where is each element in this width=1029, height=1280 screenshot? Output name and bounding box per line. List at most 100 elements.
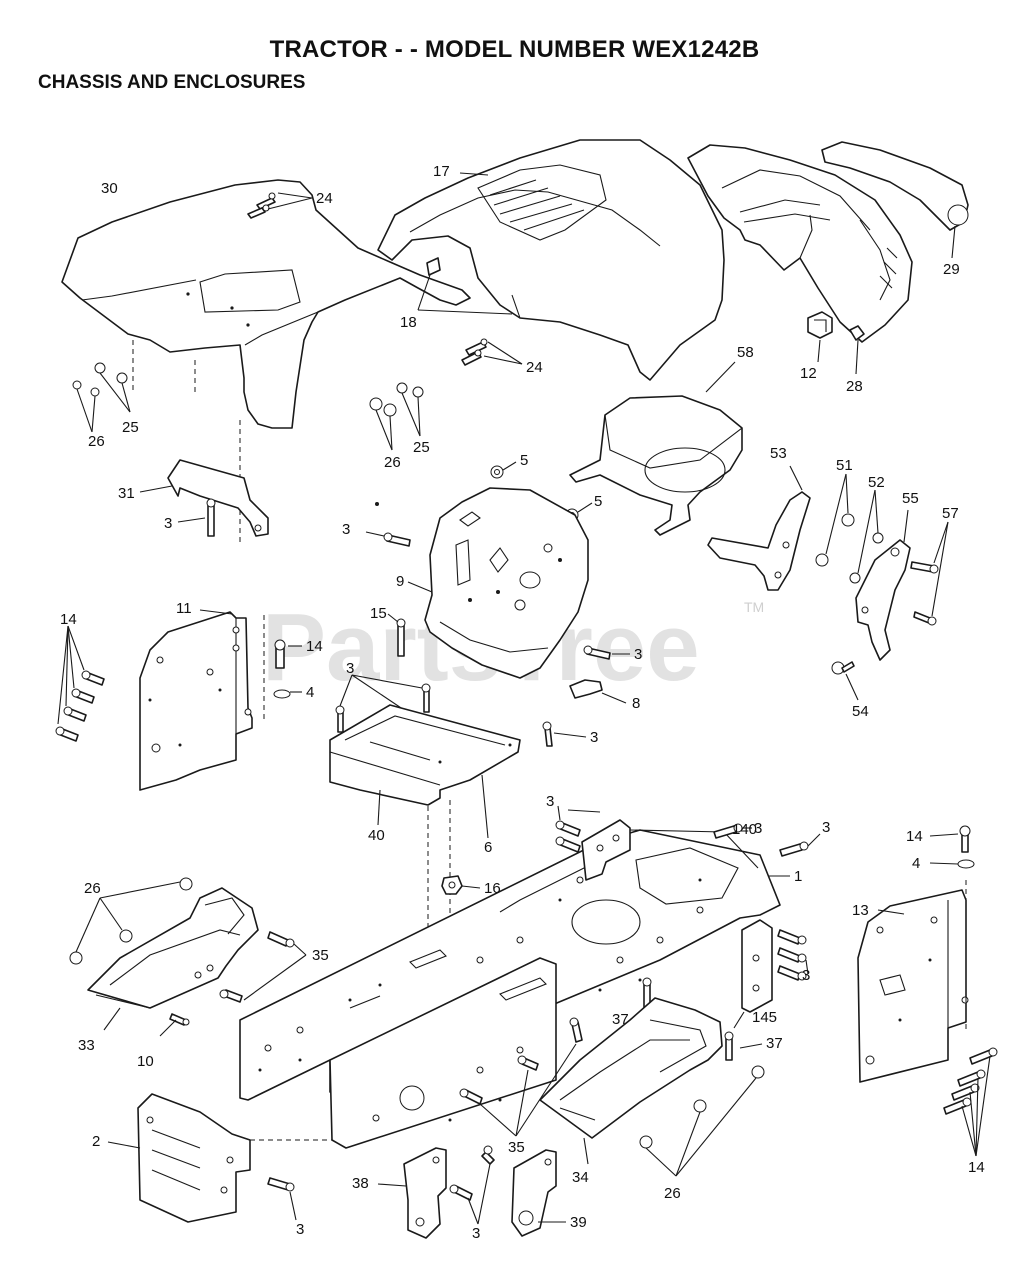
part-35-bolts-left[interactable] — [219, 931, 295, 1003]
part-4-washer-mid[interactable] — [273, 689, 291, 699]
part-3-bolts-brackets[interactable] — [449, 1145, 495, 1201]
part-4-washer-right[interactable] — [957, 859, 975, 869]
callout-38[interactable]: 38 — [352, 1175, 369, 1192]
callout-16[interactable]: 16 — [484, 880, 501, 897]
callout-26-left[interactable]: 26 — [88, 433, 105, 450]
part-57-bolts[interactable] — [910, 561, 939, 626]
part-28-hood-side[interactable] — [687, 144, 913, 343]
part-15-bolt[interactable] — [396, 618, 406, 657]
callout-11[interactable]: 11 — [176, 600, 192, 617]
callout-4-right[interactable]: 4 — [912, 855, 920, 872]
callout-140[interactable]: 140 — [732, 821, 757, 838]
callout-30[interactable]: 30 — [101, 180, 118, 197]
part-26-nuts-left[interactable] — [69, 877, 193, 965]
callout-17[interactable]: 17 — [433, 163, 450, 180]
callout-26-footrest-left[interactable]: 26 — [84, 880, 101, 897]
part-3-bolts-frame-left[interactable] — [555, 820, 581, 853]
callout-14-mid[interactable]: 14 — [306, 638, 323, 655]
part-38-bracket[interactable] — [403, 1147, 447, 1239]
part-31-bracket[interactable] — [167, 459, 269, 537]
callout-58[interactable]: 58 — [737, 344, 754, 361]
callout-55[interactable]: 55 — [902, 490, 919, 507]
callout-14-bottom-right[interactable]: 14 — [968, 1159, 985, 1176]
part-13-side-panel-right[interactable] — [857, 889, 969, 1083]
callout-10[interactable]: 10 — [137, 1053, 154, 1070]
part-26-nuts-right[interactable] — [639, 1065, 765, 1149]
part-145-bracket[interactable] — [741, 919, 773, 1013]
part-37-bolt-b[interactable] — [724, 1031, 734, 1061]
part-55-plate[interactable] — [855, 539, 911, 661]
callout-26-mid[interactable]: 26 — [384, 454, 401, 471]
callout-13[interactable]: 13 — [852, 902, 869, 919]
callout-14-left[interactable]: 14 — [60, 611, 77, 628]
part-14-bolt-right[interactable] — [959, 825, 971, 853]
callout-51[interactable]: 51 — [836, 457, 853, 474]
part-14-bolts-left[interactable] — [55, 670, 105, 742]
callout-5-a[interactable]: 5 — [520, 452, 528, 469]
part-11-side-panel-left[interactable] — [139, 611, 253, 791]
part-25-26-washers-left[interactable] — [72, 362, 128, 397]
callout-3-frame-right[interactable]: 3 — [822, 819, 830, 836]
callout-25-left[interactable]: 25 — [122, 419, 139, 436]
callout-2[interactable]: 2 — [92, 1133, 100, 1150]
part-24-bolts-lower[interactable] — [461, 338, 488, 366]
callout-24-lower[interactable]: 24 — [526, 359, 543, 376]
part-10-bolt[interactable] — [169, 1013, 190, 1026]
callout-145[interactable]: 145 — [752, 1009, 777, 1026]
part-52-washers[interactable] — [849, 532, 884, 584]
part-14-bolts-right[interactable] — [943, 1047, 998, 1115]
part-6-40-floor-plate[interactable] — [329, 704, 521, 806]
part-3-bolt-lower[interactable] — [542, 721, 553, 747]
part-8-clip[interactable] — [569, 679, 603, 699]
callout-25-mid[interactable]: 25 — [413, 439, 430, 456]
part-1-main-frame[interactable] — [239, 829, 781, 1149]
callout-3-group[interactable]: 3 — [346, 660, 354, 677]
part-25-26-washers-right[interactable] — [369, 382, 424, 417]
part-140-bracket[interactable] — [581, 819, 631, 881]
callout-3-lower[interactable]: 3 — [590, 729, 598, 746]
part-3-bolt-dash[interactable] — [383, 532, 411, 547]
callout-3-frame-top[interactable]: 3 — [754, 820, 762, 837]
part-3-bolt-dash-right[interactable] — [583, 645, 611, 660]
callout-5-b[interactable]: 5 — [594, 493, 602, 510]
callout-26-footrest-right[interactable]: 26 — [664, 1185, 681, 1202]
part-39-bracket[interactable] — [511, 1149, 557, 1237]
part-2-plate[interactable] — [137, 1093, 251, 1223]
callout-1[interactable]: 1 — [794, 868, 802, 885]
callout-37-a[interactable]: 37 — [612, 1011, 629, 1028]
part-30-fender[interactable] — [61, 179, 471, 429]
callout-3-frame-left[interactable]: 3 — [546, 793, 554, 810]
callout-12[interactable]: 12 — [800, 365, 817, 382]
part-3-bolt-left[interactable] — [206, 498, 216, 537]
part-17-hood[interactable] — [377, 139, 725, 381]
callout-8[interactable]: 8 — [632, 695, 640, 712]
callout-37-b[interactable]: 37 — [766, 1035, 783, 1052]
callout-28[interactable]: 28 — [846, 378, 863, 395]
part-53-bracket[interactable] — [707, 491, 811, 591]
callout-9[interactable]: 9 — [396, 573, 404, 590]
callout-35-center[interactable]: 35 — [508, 1139, 525, 1156]
callout-3-brackets[interactable]: 3 — [472, 1225, 480, 1242]
part-24-bolts-top[interactable] — [247, 192, 276, 219]
callout-3-dash-right[interactable]: 3 — [634, 646, 642, 663]
callout-39[interactable]: 39 — [570, 1214, 587, 1231]
part-51-nuts[interactable] — [815, 513, 855, 567]
part-33-footrest-left[interactable] — [87, 887, 259, 1009]
callout-24-top[interactable]: 24 — [316, 190, 333, 207]
callout-57[interactable]: 57 — [942, 505, 959, 522]
callout-18[interactable]: 18 — [400, 314, 417, 331]
callout-52[interactable]: 52 — [868, 474, 885, 491]
part-3-bolt-frame-right[interactable] — [779, 841, 809, 857]
callout-3-frame-side[interactable]: 3 — [802, 967, 810, 984]
part-14-bolt-mid[interactable] — [274, 639, 286, 669]
part-5-nut-a[interactable] — [490, 465, 504, 479]
callout-40[interactable]: 40 — [368, 827, 385, 844]
callout-53[interactable]: 53 — [770, 445, 787, 462]
callout-34[interactable]: 34 — [572, 1169, 589, 1186]
part-29-grille[interactable] — [821, 141, 969, 231]
part-12-clip[interactable] — [807, 311, 833, 339]
part-3-bolt-frame-top[interactable] — [713, 823, 743, 839]
part-54-knob[interactable] — [831, 661, 855, 675]
part-3-bolt-plate[interactable] — [267, 1177, 295, 1192]
callout-35-left[interactable]: 35 — [312, 947, 329, 964]
